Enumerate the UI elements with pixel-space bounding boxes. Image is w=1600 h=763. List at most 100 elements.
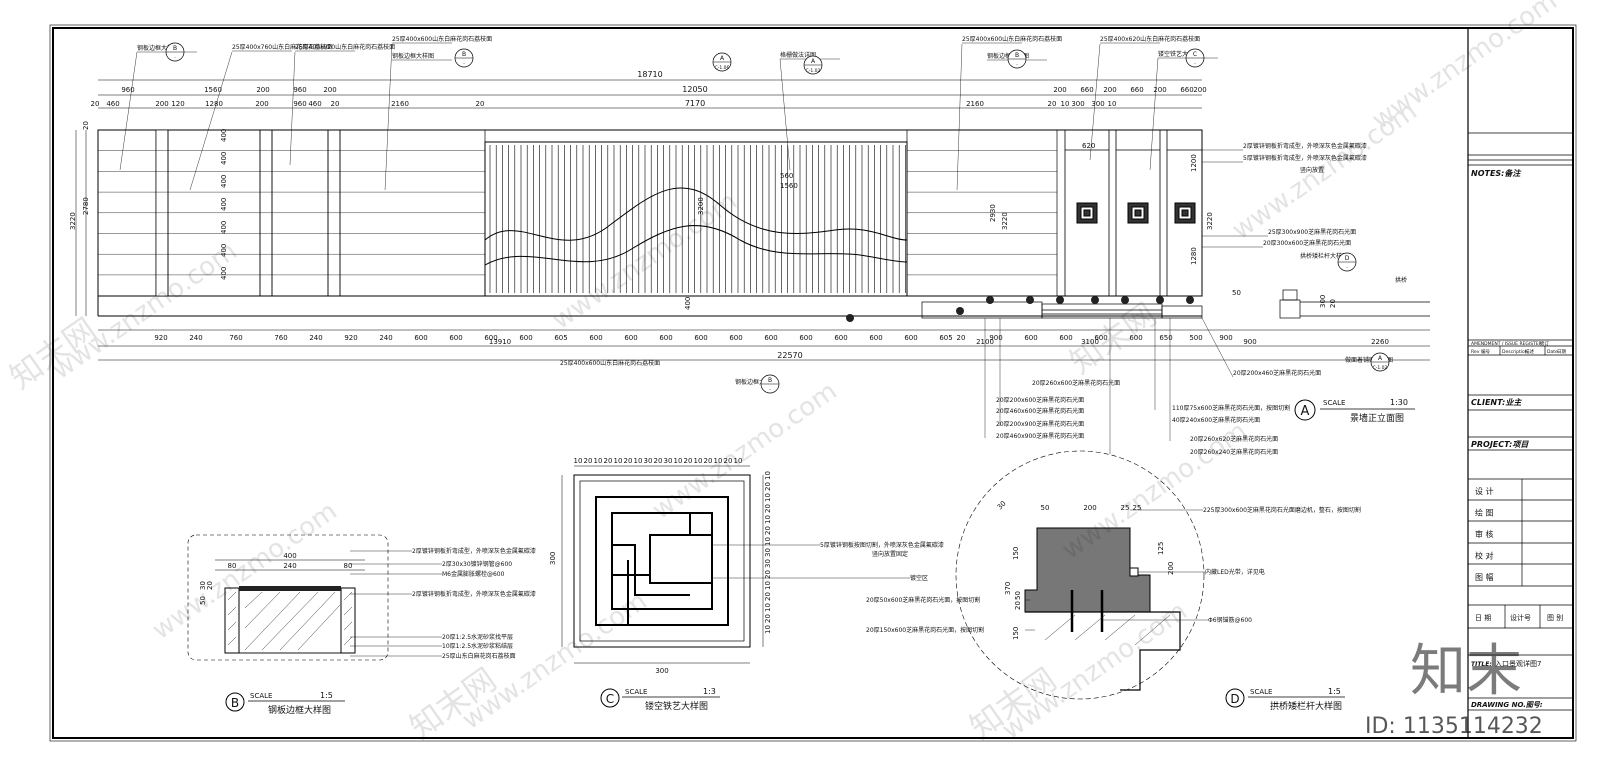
- top-callout-label: 格栅做法详图: [780, 51, 816, 59]
- svg-text:SCALE: SCALE: [1250, 688, 1272, 696]
- dim-middle-sub: 7170: [685, 99, 705, 108]
- title-block-role: 绘 图: [1475, 508, 1494, 518]
- dim-inner-e: 620: [1082, 142, 1095, 150]
- detail-c-side-dim: 10: [764, 603, 772, 612]
- dim-bottom-row1: 600: [414, 334, 427, 342]
- detail-b-dim: 80: [228, 562, 237, 570]
- dim-bottom-row1: 20: [957, 334, 966, 342]
- title-block: NOTES:备注 AMENDMENT / ISSUE REGISTER 修订 R…: [1467, 28, 1573, 738]
- detail-label-c: C SCALE 1:3 镂空铁艺大样图: [600, 687, 720, 712]
- dim-top-row2: 20: [331, 100, 340, 108]
- detail-d-dim: 50: [1041, 504, 1050, 512]
- top-callout-label: 25厚400x600山东白麻花岗石荔枝面: [962, 35, 1062, 43]
- section-mark-icon: B-: [454, 48, 474, 68]
- detail-label-d: D SCALE 1:5 拱桥矮栏杆大样图: [1225, 687, 1345, 712]
- detail-c-top-dim: 10: [574, 457, 583, 465]
- detail-d-dim: 200: [1167, 562, 1175, 575]
- detail-b-callout: 20厚1:2.5水泥砂浆找平层: [442, 633, 513, 641]
- title-block-role: 设 计: [1475, 486, 1494, 496]
- dim-top-row2: 20: [1048, 100, 1057, 108]
- section-mark-top: B: [1015, 52, 1019, 59]
- section-mark-top: A: [1378, 355, 1383, 362]
- bottom-callout-label: 20厚460x600芝麻黑花岗石光面: [996, 407, 1084, 415]
- dim-bottom-row1: 240: [379, 334, 392, 342]
- dim-left-course: 400: [220, 221, 228, 234]
- svg-text:1:5: 1:5: [1328, 687, 1341, 696]
- dim-top-row2: 200: [155, 100, 168, 108]
- dim-inner-f: 1200: [1190, 154, 1198, 172]
- dim-inner-g: 1280: [1190, 247, 1198, 265]
- dim-left-course: 400: [220, 129, 228, 142]
- detail-b-dim: 30: [199, 581, 207, 590]
- svg-text:镂空铁艺大样图: 镂空铁艺大样图: [645, 700, 708, 712]
- dim-left-course: 400: [220, 198, 228, 211]
- detail-c-top-dim: 10: [714, 457, 723, 465]
- section-mark-bottom: -: [463, 62, 465, 67]
- svg-text:Date: Date: [1547, 349, 1558, 355]
- dim-bottom-row1: 650: [1159, 334, 1172, 342]
- dim-bottom-row1: 600: [484, 334, 497, 342]
- section-mark-bottom: C-1.02: [806, 68, 821, 74]
- detail-d-dim: 370: [1004, 582, 1012, 595]
- bottom-callout-label: 40厚240x600芝麻黑花岗石光面: [1172, 416, 1260, 424]
- section-mark-bottom: -: [174, 56, 176, 61]
- detail-c-top-dim: 10: [614, 457, 623, 465]
- amendment-label: AMENDMENT / ISSUE REGISTER: [1471, 341, 1542, 347]
- dim-bottom-row2: 2260: [1371, 338, 1389, 346]
- right-callout-label: 20厚300x600芝麻黑花岗石光面: [1263, 239, 1351, 247]
- dim-bottom-row1: 900: [989, 334, 1002, 342]
- base-steps: [921, 289, 1430, 319]
- bottom-callout-label: 25厚400x600山东白麻花岗石荔枝面: [560, 359, 660, 367]
- detail-b-callout: 2厚镀锌钢板折弯成型，外喷深灰色金属氟碳漆: [412, 590, 536, 598]
- svg-text:日 期: 日 期: [1475, 614, 1491, 622]
- detail-c-side-dim: 20: [764, 526, 772, 535]
- dim-left-course: 400: [220, 244, 228, 257]
- bottom-callout-label: 110厚75x600芝麻黑花岗石光面，按图切割: [1172, 404, 1290, 412]
- right-callout-label: 竖向放置: [1300, 166, 1324, 174]
- detail-c-top-dim: 20: [584, 457, 593, 465]
- dim-top-row2: 2160: [966, 100, 984, 108]
- dim-bottom-row2: 900: [1243, 338, 1256, 346]
- detail-d-dim: 150: [1012, 547, 1020, 560]
- detail-d-dim: 125: [1157, 542, 1165, 555]
- svg-text:景墙正立面图: 景墙正立面图: [1350, 412, 1404, 424]
- svg-text:拱桥矮栏杆大样图: 拱桥矮栏杆大样图: [1270, 700, 1342, 712]
- detail-d-callout: 内藏LED光带，详见电: [1205, 568, 1265, 576]
- detail-label-a: A SCALE 1:30 景墙正立面图: [1294, 398, 1415, 424]
- dim-top-row2: 960: [293, 100, 306, 108]
- svg-text:D: D: [1230, 692, 1239, 706]
- detail-c-size-bottom: 300: [655, 667, 668, 675]
- section-mark-bottom: C-1.06: [715, 65, 730, 71]
- right-callout-label: 5厚镀锌钢板折弯成型，外喷深灰色金属氟碳漆: [1243, 154, 1367, 162]
- detail-b-dim: 50: [199, 596, 207, 605]
- detail-c-side-dim: 10: [764, 537, 772, 546]
- metal-grille-panel: [484, 141, 908, 297]
- dim-top-row1: 200: [256, 86, 269, 94]
- detail-c-size-left: 300: [549, 552, 557, 565]
- detail-c-callout: 镀空区: [910, 574, 928, 582]
- dim-left-course: 400: [220, 267, 228, 280]
- svg-text:日期: 日期: [1557, 349, 1566, 355]
- detail-c-side-dim: 10: [764, 581, 772, 590]
- detail-d-callout: 225厚300x600芝麻黑花岗石光面磨边机，整石，按图切割: [1203, 506, 1361, 514]
- dim-top-right2: 10: [1061, 100, 1070, 108]
- dim-top-right: 200: [1193, 86, 1206, 94]
- project-label: PROJECT:项目: [1471, 440, 1529, 449]
- section-mark-top: B: [462, 51, 466, 58]
- dim-inner-m: 1560: [780, 182, 798, 190]
- section-mark-bottom: -: [769, 388, 771, 393]
- detail-d-dim: 200: [1083, 504, 1096, 512]
- top-callout-label: 25厚400x760山东白麻花岗石荔枝面: [232, 43, 332, 51]
- dim-top-right: 200: [1053, 86, 1066, 94]
- watermark-id: ID: 1135114232: [1365, 714, 1543, 739]
- detail-c-top-dim: 30: [644, 457, 653, 465]
- detail-c-side-dim: 20: [764, 482, 772, 491]
- section-mark-top: D: [1345, 255, 1350, 262]
- svg-text:SCALE: SCALE: [250, 692, 272, 700]
- dim-inner-l: 560: [780, 172, 793, 180]
- detail-c-side-dim: 20: [764, 504, 772, 513]
- dim-inner-h: 3220: [1206, 212, 1214, 230]
